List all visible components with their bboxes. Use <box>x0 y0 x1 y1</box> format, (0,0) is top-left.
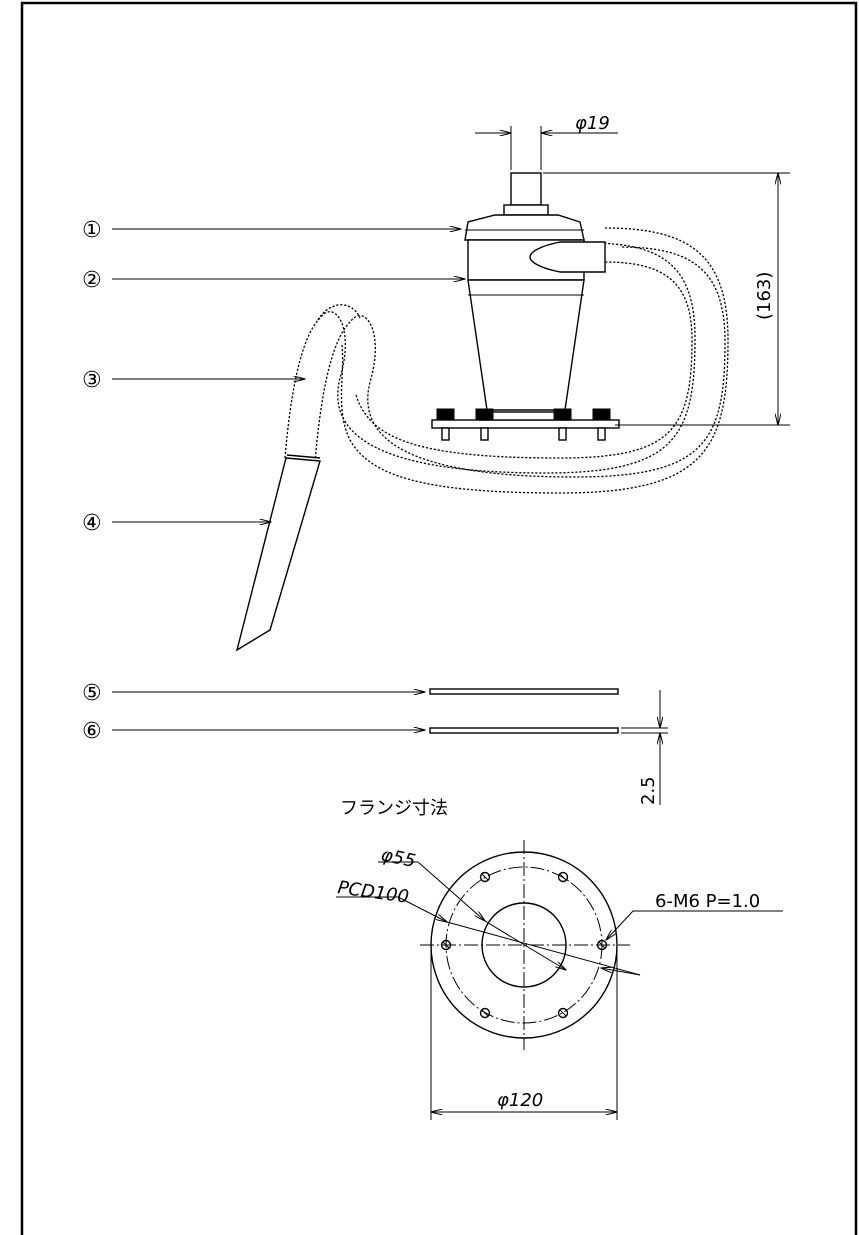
flange-view: フランジ寸法 φ55 <box>336 798 783 1120</box>
part-label-1: ① <box>82 218 102 243</box>
outlet-dia-label: φ19 <box>575 113 610 134</box>
part-label-3: ③ <box>82 368 102 393</box>
flange-outer <box>430 851 618 1039</box>
part-label-5: ⑤ <box>82 681 102 706</box>
gasket-5 <box>429 688 619 695</box>
flange-dia-label: φ120 <box>497 1090 543 1111</box>
flange-title: フランジ寸法 <box>340 798 448 819</box>
part-label-6: ⑥ <box>82 719 102 744</box>
outlet-pipe <box>503 172 549 216</box>
cyclone-assembly: φ19 (163) ① ② ③ ④ <box>82 113 790 652</box>
part-label-4: ④ <box>82 511 102 536</box>
pcd-label: PCD100 <box>336 877 410 908</box>
part-label-2: ② <box>82 268 102 293</box>
nozzle-4 <box>235 454 321 652</box>
bolt-holes-label: 6-M6 P=1.0 <box>655 891 760 912</box>
bore-dia-label: φ55 <box>379 844 417 872</box>
base-flange <box>431 408 620 441</box>
height-label: (163) <box>754 272 775 320</box>
hose-3 <box>283 227 729 494</box>
gaskets: ⑤ ⑥ 2.5 <box>82 681 668 805</box>
outlet-dia-dimension: φ19 <box>475 113 618 170</box>
inlet-nozzle <box>529 241 606 273</box>
lid-1 <box>464 214 585 241</box>
flange-bore <box>481 902 567 988</box>
gasket-6 <box>429 727 619 734</box>
height-dimension: (163) <box>543 172 790 426</box>
cone <box>467 279 585 411</box>
part-leaders: ① ② ③ ④ <box>82 218 465 536</box>
gasket-thickness-label: 2.5 <box>638 776 659 805</box>
sheet-border <box>20 1 858 1235</box>
bolt-holes <box>440 871 608 1019</box>
